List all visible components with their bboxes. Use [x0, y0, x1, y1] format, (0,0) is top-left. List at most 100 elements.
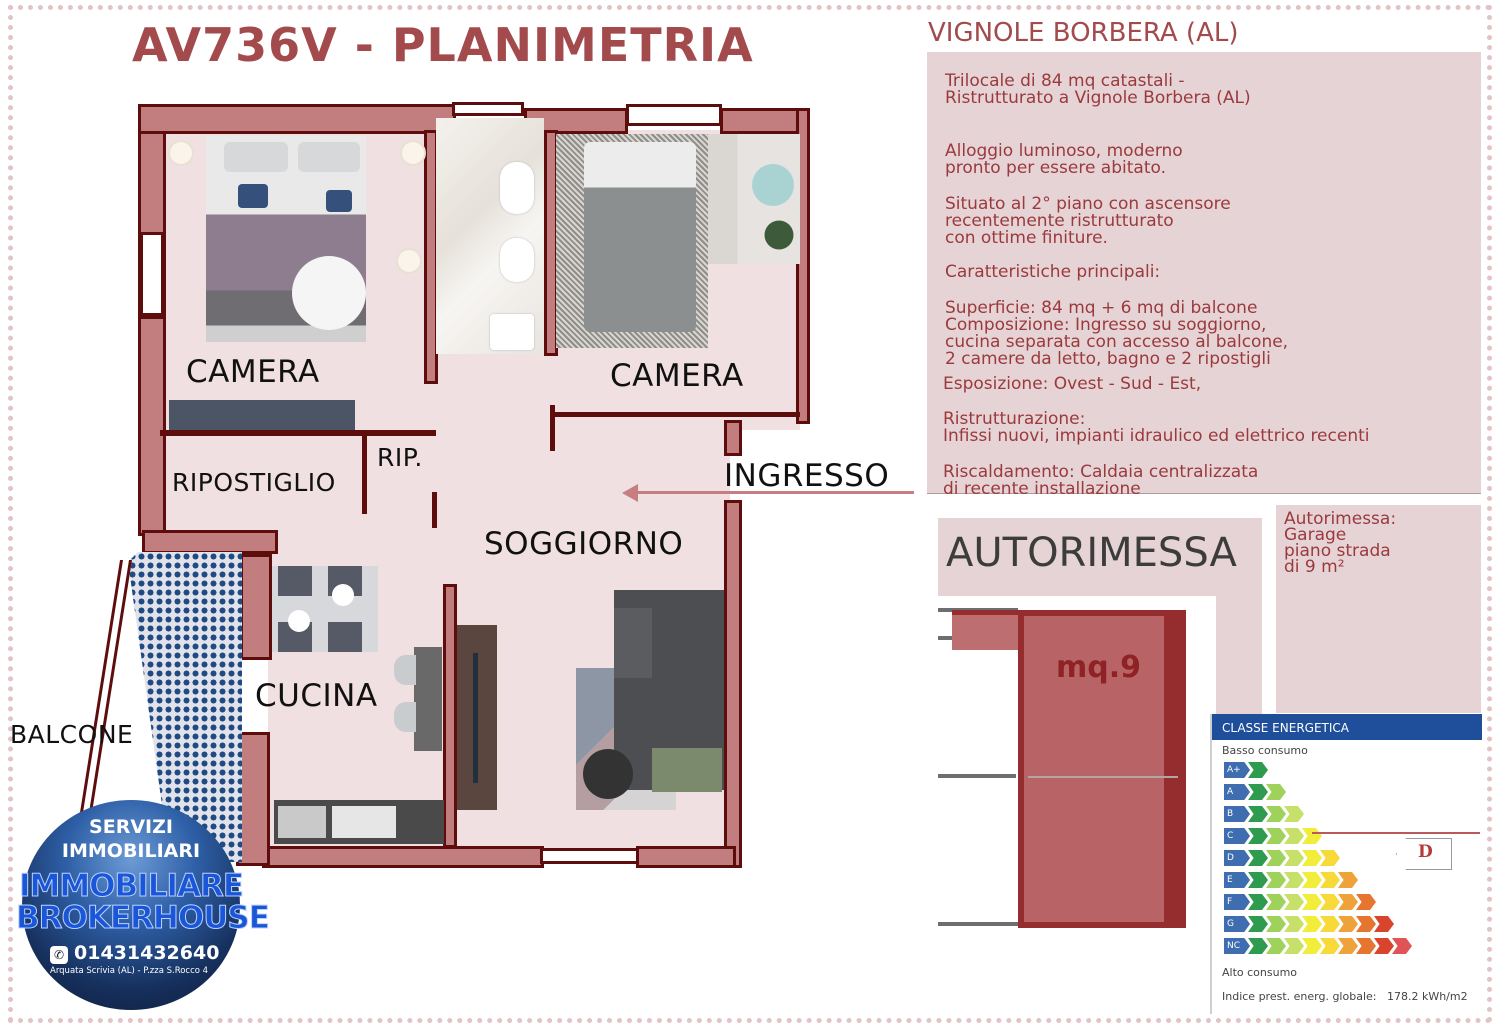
energy-chevron-icon [1302, 938, 1322, 954]
wall-east-lower [724, 500, 742, 868]
window-west [140, 232, 164, 316]
garage-panel-strip [1216, 596, 1262, 714]
energy-row: C [1224, 828, 1322, 844]
stool-icon [394, 655, 416, 685]
agency-logo: SERVIZI IMMOBILIARI IMMOBILIARE BROKERHO… [16, 800, 270, 1010]
energy-row: B [1224, 806, 1304, 822]
energy-chevron-icon [1266, 806, 1286, 822]
logo-phone-number: 01431432640 [74, 942, 220, 964]
energy-row: F [1224, 894, 1376, 910]
floor-plan: CAMERA CAMERA RIPOSTIGLIO RIP. SOGGIORNO… [10, 102, 914, 868]
energy-class-tag: A [1224, 784, 1250, 800]
energy-chevron-icon [1266, 938, 1286, 954]
description-location: Situato al 2° piano con ascensore recent… [945, 194, 1231, 248]
energy-chevron-icon [1338, 938, 1358, 954]
energy-index-value: 178.2 kWh/m2 [1386, 990, 1468, 1003]
room-label-soggiorno: SOGGIORNO [484, 526, 684, 562]
energy-chevron-icon [1302, 850, 1322, 866]
energy-chevron-icon [1266, 916, 1286, 932]
energy-chevron-icon [1248, 894, 1268, 910]
window-living [540, 848, 640, 864]
energy-chevron-icon [1248, 762, 1268, 778]
logo-phone: ✆01431432640 [50, 942, 219, 964]
energy-chevron-icon [1266, 850, 1286, 866]
energy-chevron-icon [1266, 872, 1286, 888]
description-panel [927, 52, 1481, 380]
energy-header: CLASSE ENERGETICA [1212, 714, 1482, 740]
description-condition: Alloggio luminoso, moderno pronto per es… [945, 141, 1183, 178]
energy-chevron-icon [1248, 784, 1268, 800]
kitchen-counter [274, 800, 444, 844]
wall-kitchen-west-upper [240, 554, 272, 660]
energy-chevron-icon [1320, 872, 1340, 888]
energy-chevron-icon [1302, 828, 1322, 844]
energy-chevron-icon [1248, 806, 1268, 822]
stool-icon [394, 702, 416, 732]
energy-chevron-icon [1248, 828, 1268, 844]
wall-kitchen-north [142, 530, 278, 554]
energy-chevron-icon [1320, 938, 1340, 954]
room-label-camera-1: CAMERA [186, 354, 320, 390]
lamp-icon [170, 142, 192, 164]
wall-south-left [262, 846, 544, 868]
wall-south-right [636, 846, 736, 868]
energy-indicator-line [1312, 832, 1480, 834]
energy-chevron-icon [1302, 916, 1322, 932]
energy-row: NC [1224, 938, 1412, 954]
logo-address: Arquata Scrivia (AL) - P.zza S.Rocco 4 [50, 966, 209, 976]
wardrobe [169, 400, 355, 430]
logo-line-2: IMMOBILIARI [61, 840, 201, 862]
features-heading: Caratteristiche principali: [945, 262, 1161, 282]
energy-chevron-icon [1302, 872, 1322, 888]
wall-stub [550, 405, 555, 451]
energy-chevron-icon [1320, 894, 1340, 910]
energy-chevron-icon [1338, 872, 1358, 888]
garage-room [1018, 610, 1186, 928]
energy-class-tag: C [1224, 828, 1250, 844]
energy-class-letter: D [1418, 842, 1433, 862]
wall-rip-door [432, 492, 437, 528]
wall-bedroom2-south [552, 412, 800, 417]
bed-image-1 [206, 136, 366, 342]
arrow-left-icon [622, 484, 638, 502]
garage-title-panel [938, 518, 1262, 596]
energy-row: E [1224, 872, 1358, 888]
dimension-line [1028, 776, 1178, 778]
energy-class-tag: F [1224, 894, 1250, 910]
energy-class-tag: B [1224, 806, 1250, 822]
logo-brand-2: BROKERHOUSE [16, 900, 271, 937]
energy-chevron-icon [1356, 916, 1376, 932]
energy-high-label: Alto consumo [1222, 966, 1298, 979]
kitchen-island [414, 647, 442, 751]
energy-index-label: Indice prest. energ. globale: [1222, 990, 1377, 1003]
energy-chevron-icon [1392, 938, 1412, 954]
energy-chevron-icon [1248, 872, 1268, 888]
energy-chevron-icon [1266, 894, 1286, 910]
energy-row: D [1224, 850, 1340, 866]
room-label-ripostiglio: RIPOSTIGLIO [172, 468, 336, 497]
energy-chevron-icon [1284, 828, 1304, 844]
energy-chevron-icon [1320, 916, 1340, 932]
energy-chevron-icon [1248, 850, 1268, 866]
description-panel-2 [927, 380, 1481, 494]
decorative-dotted-border [8, 5, 1492, 1023]
wall-kitchen-living [443, 584, 457, 848]
energy-row: G [1224, 916, 1394, 932]
wall-west-lower [138, 316, 166, 536]
energy-chevron-icon [1320, 850, 1340, 866]
energy-chevron-icon [1356, 894, 1376, 910]
wall-north-left [138, 104, 456, 134]
wall-storage-north [160, 430, 436, 436]
energy-chevron-icon [1248, 938, 1268, 954]
energy-chevron-icon [1338, 894, 1358, 910]
features-list: Superficie: 84 mq + 6 mq di balcone Comp… [945, 298, 1289, 369]
desk-image [708, 134, 800, 264]
lamp-icon [402, 142, 424, 164]
energy-chevron-icon [1284, 938, 1304, 954]
energy-chevron-icon [1374, 938, 1394, 954]
energy-chevron-icon [1374, 916, 1394, 932]
wall-north-right [720, 108, 804, 134]
energy-class-tag: E [1224, 872, 1250, 888]
garage-plan: mq.9 [938, 596, 1216, 932]
